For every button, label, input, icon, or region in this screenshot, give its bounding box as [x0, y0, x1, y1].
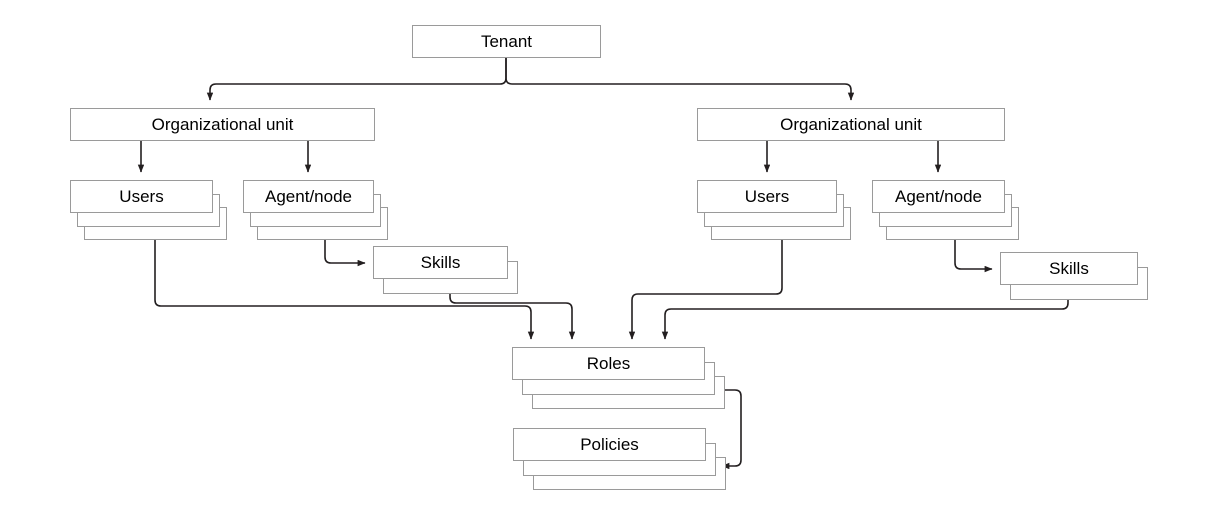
node-policies[interactable]: Policies — [513, 428, 726, 490]
node-organizational-unit-right[interactable]: Organizational unit — [697, 108, 1005, 141]
node-card-front — [513, 428, 706, 461]
node-card-front — [412, 25, 601, 58]
node-label-agent-node-left: Agent/node — [265, 187, 352, 206]
edge-tenant-to-ou-left — [206, 58, 507, 101]
node-agent-node-left[interactable]: Agent/node — [243, 180, 388, 240]
node-label-skills-left: Skills — [420, 253, 461, 272]
node-tenant[interactable]: Tenant — [412, 25, 601, 58]
node-label-users-right: Users — [744, 187, 790, 206]
edge-skills-left-to-roles — [449, 294, 576, 340]
node-label-users-left: Users — [119, 187, 164, 206]
node-label-policies: Policies — [580, 435, 639, 454]
node-label-tenant: Tenant — [480, 32, 533, 51]
node-roles[interactable]: Roles — [512, 347, 725, 409]
node-agent-node-right[interactable]: Agent/node — [872, 180, 1019, 240]
node-label-roles: Roles — [586, 354, 631, 373]
edge-skills-right-to-roles — [661, 300, 1069, 340]
node-users-left[interactable]: Users — [70, 180, 227, 240]
node-card-front — [243, 180, 374, 213]
node-card-front — [1000, 252, 1138, 285]
node-card-front — [872, 180, 1005, 213]
node-users-right[interactable]: Users — [697, 180, 851, 240]
node-organizational-unit-left[interactable]: Organizational unit — [70, 108, 375, 141]
node-card-front — [697, 180, 837, 213]
node-label-skills-right: Skills — [1049, 259, 1089, 278]
edge-tenant-to-ou-right — [505, 58, 855, 101]
edge-users-right-to-roles — [628, 228, 783, 340]
node-card-front — [70, 180, 213, 213]
node-skills-right[interactable]: Skills — [1000, 252, 1148, 300]
node-label-organizational-unit-left: Organizational unit — [151, 115, 294, 134]
node-card-front — [512, 347, 705, 380]
node-card-front — [697, 108, 1005, 141]
node-label-organizational-unit-right: Organizational unit — [780, 115, 922, 134]
node-card-front — [70, 108, 375, 141]
node-skills-left[interactable]: Skills — [373, 246, 518, 294]
node-label-agent-node-right: Agent/node — [895, 187, 982, 206]
